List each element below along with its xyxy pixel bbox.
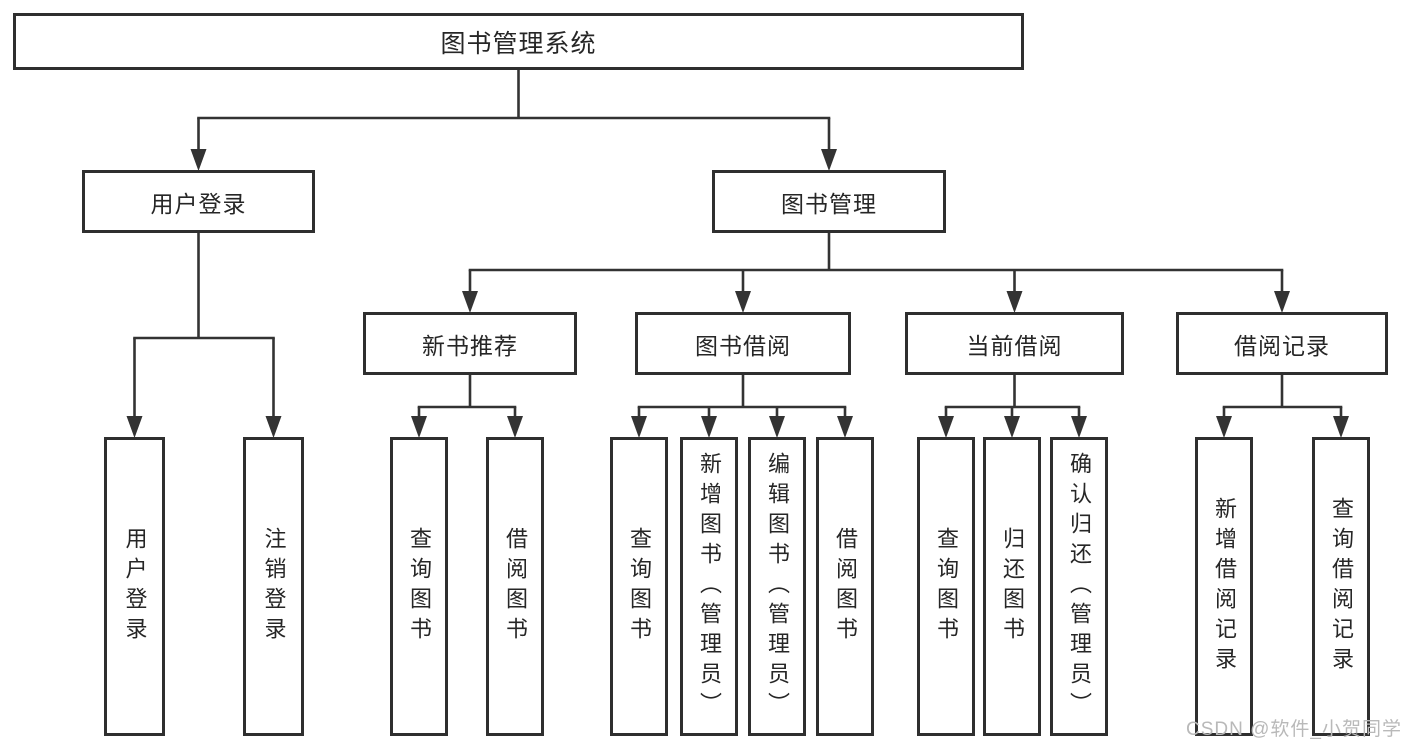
node-label: 当前借阅	[966, 332, 1063, 359]
node-leaf-nb-query: 查询图书	[390, 437, 448, 736]
node-leaf-br-query: 查询借阅记录	[1312, 437, 1370, 736]
node-label: 图书借阅	[695, 332, 791, 359]
node-leaf-logout: 注销登录	[243, 437, 304, 736]
node-user-login: 用户登录	[82, 170, 315, 233]
node-leaf-cb-query: 查询图书	[917, 437, 975, 736]
node-label: 图书管理系统	[440, 29, 597, 58]
node-leaf-cb-return: 归还图书	[983, 437, 1041, 736]
node-leaf-cb-confirm: 确认归还（管理员）	[1050, 437, 1108, 736]
node-label: 用户登录	[122, 526, 148, 647]
node-book-borrow: 图书借阅	[635, 312, 851, 375]
node-label: 查询图书	[934, 526, 959, 647]
node-label: 查询图书	[627, 526, 652, 647]
node-label: 借阅记录	[1234, 332, 1330, 359]
node-label: 注销登录	[261, 526, 287, 647]
node-borrow-records: 借阅记录	[1176, 312, 1388, 375]
node-label: 新书推荐	[422, 332, 518, 359]
node-leaf-nb-borrow: 借阅图书	[486, 437, 544, 736]
node-leaf-bb-add: 新增图书（管理员）	[680, 437, 738, 736]
node-label: 查询图书	[407, 526, 432, 647]
node-label: 借阅图书	[833, 526, 858, 647]
node-label: 新增图书（管理员）	[697, 451, 722, 722]
node-current-borrow: 当前借阅	[905, 312, 1124, 375]
node-leaf-bb-query: 查询图书	[610, 437, 668, 736]
node-label: 借阅图书	[503, 526, 528, 647]
node-leaf-br-add: 新增借阅记录	[1195, 437, 1253, 736]
node-label: 确认归还（管理员）	[1067, 451, 1092, 722]
node-new-book-rec: 新书推荐	[363, 312, 577, 375]
node-leaf-bb-borrow: 借阅图书	[816, 437, 874, 736]
node-leaf-bb-edit: 编辑图书（管理员）	[748, 437, 806, 736]
node-leaf-user-login: 用户登录	[104, 437, 165, 736]
node-root: 图书管理系统	[13, 13, 1024, 70]
node-label: 图书管理	[781, 190, 877, 217]
node-label: 查询借阅记录	[1329, 496, 1354, 677]
node-label: 新增借阅记录	[1212, 496, 1237, 677]
node-label: 用户登录	[150, 190, 247, 217]
node-label: 归还图书	[1000, 526, 1025, 647]
node-label: 编辑图书（管理员）	[765, 451, 790, 722]
watermark: CSDN @软件_小贺同学	[1186, 719, 1402, 740]
node-book-mgmt: 图书管理	[712, 170, 946, 233]
